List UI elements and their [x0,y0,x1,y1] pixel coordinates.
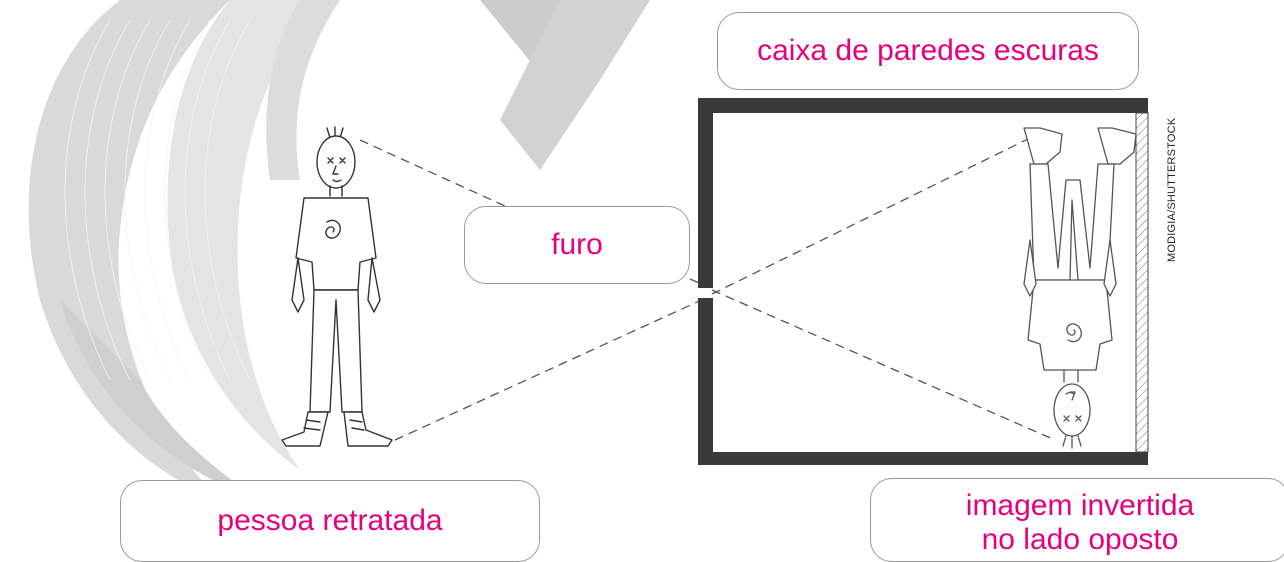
dark-walled-box [698,98,1149,465]
label-inverted-image-line2: no lado oposto [981,523,1179,556]
label-inverted-image: imagem invertida no lado oposto [870,478,1284,562]
label-dark-box-text: caixa de paredes escuras [757,34,1099,67]
person-figure-icon [281,126,393,447]
label-person: pessoa retratada [120,480,540,562]
label-inverted-image-line1: imagem invertida [965,489,1195,522]
watermark-logo-icon [28,0,650,500]
label-inverted-image-text: imagem invertida no lado oposto [966,483,1194,557]
label-hole: furo [464,206,690,284]
label-hole-text: furo [551,228,603,261]
label-dark-box: caixa de paredes escuras [717,12,1139,90]
camera-obscura-diagram [28,0,1149,500]
label-person-text: pessoa retratada [217,504,443,537]
image-credit: MODIGIA/SHUTTERSTOCK [1166,117,1178,262]
inverted-person-figure-icon [1023,127,1137,449]
